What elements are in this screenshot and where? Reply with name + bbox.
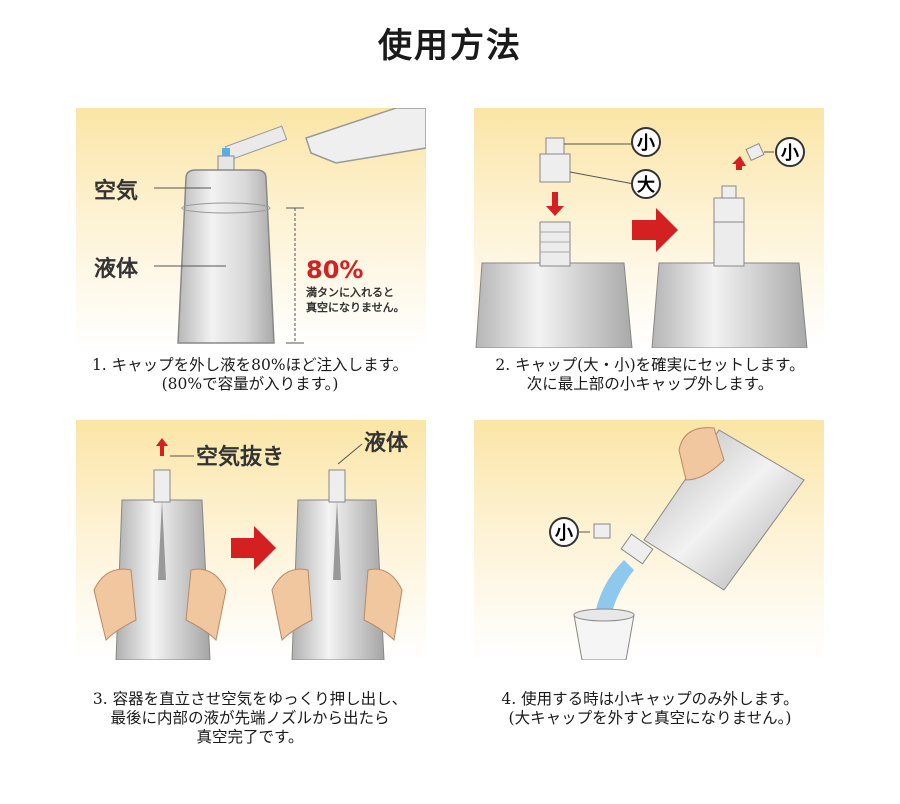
- note-line-1: 満タンに入れると: [306, 285, 394, 299]
- step-4-illustration: 小: [474, 420, 824, 660]
- air-label: 空気: [94, 178, 138, 204]
- step-4-caption: 4. 使用する時は小キャップのみ外します。 (大キャップを外すと真空になりません…: [501, 690, 799, 727]
- liquid-label: 液体: [94, 256, 139, 282]
- step-3-illustration: 空気抜き 液体: [76, 420, 426, 660]
- small-cap-label: 小: [637, 133, 655, 154]
- small-cap-label-4: 小: [555, 523, 573, 544]
- page-title: 使用方法: [378, 26, 522, 66]
- large-cap-label: 大: [637, 174, 655, 196]
- step-2-caption: 2. キャップ(大・小)を確実にセットします。 次に最上部の小キャップ外します。: [495, 356, 805, 393]
- note-line-2: 真空になりません。: [306, 300, 405, 314]
- step-1-caption: 1. キャップを外し液を80%ほど注入します。 (80%で容量が入ります。): [91, 356, 409, 393]
- air-out-label: 空気抜き: [196, 444, 284, 470]
- step-2-illustration: 小 大 小: [474, 108, 824, 348]
- liquid-label-3: 液体: [364, 430, 409, 456]
- percent-label: 80%: [306, 256, 363, 284]
- small-cap-label-2: 小: [781, 143, 799, 164]
- step-1-illustration: 空気 液体 80% 満タンに入れると 真空になりません。: [76, 108, 426, 348]
- step-3-caption: 3. 容器を直立させ空気をゆっくり押し出し、 最後に内部の液が先端ノズルから出た…: [92, 690, 408, 746]
